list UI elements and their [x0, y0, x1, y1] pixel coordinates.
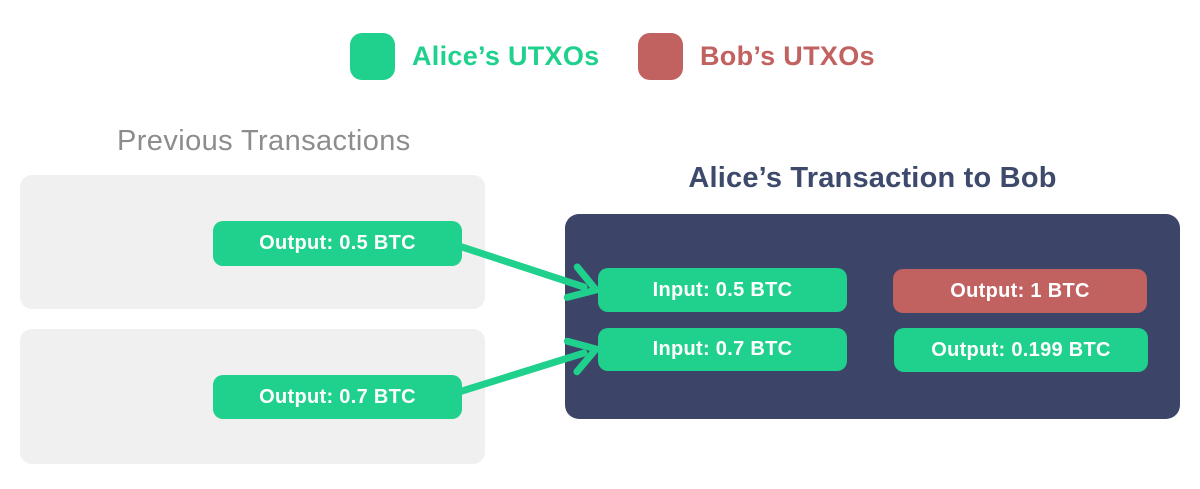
bob-utxo-swatch-icon: [638, 33, 683, 80]
legend-label-alice: Alice’s UTXOs: [412, 41, 600, 71]
previous-transactions-title: Previous Transactions: [117, 125, 411, 157]
legend-item-alice: Alice’s UTXOs: [350, 33, 599, 80]
tx-input-pill-0.5btc: Input: 0.5 BTC: [598, 268, 847, 312]
prev-tx-output-pill-0.7btc: Output: 0.7 BTC: [213, 375, 462, 419]
legend-item-bob: Bob’s UTXOs: [638, 33, 875, 80]
tx-output-pill-1btc-bob: Output: 1 BTC: [893, 269, 1147, 313]
transaction-panel: [565, 214, 1180, 419]
tx-input-pill-0.7btc: Input: 0.7 BTC: [598, 328, 847, 371]
prev-tx-output-pill-0.5btc: Output: 0.5 BTC: [213, 221, 462, 266]
transaction-title: Alice’s Transaction to Bob: [688, 162, 1057, 194]
tx-output-pill-0.199btc-alice: Output: 0.199 BTC: [894, 328, 1148, 372]
legend-label-bob: Bob’s UTXOs: [700, 41, 875, 71]
alice-utxo-swatch-icon: [350, 33, 395, 80]
